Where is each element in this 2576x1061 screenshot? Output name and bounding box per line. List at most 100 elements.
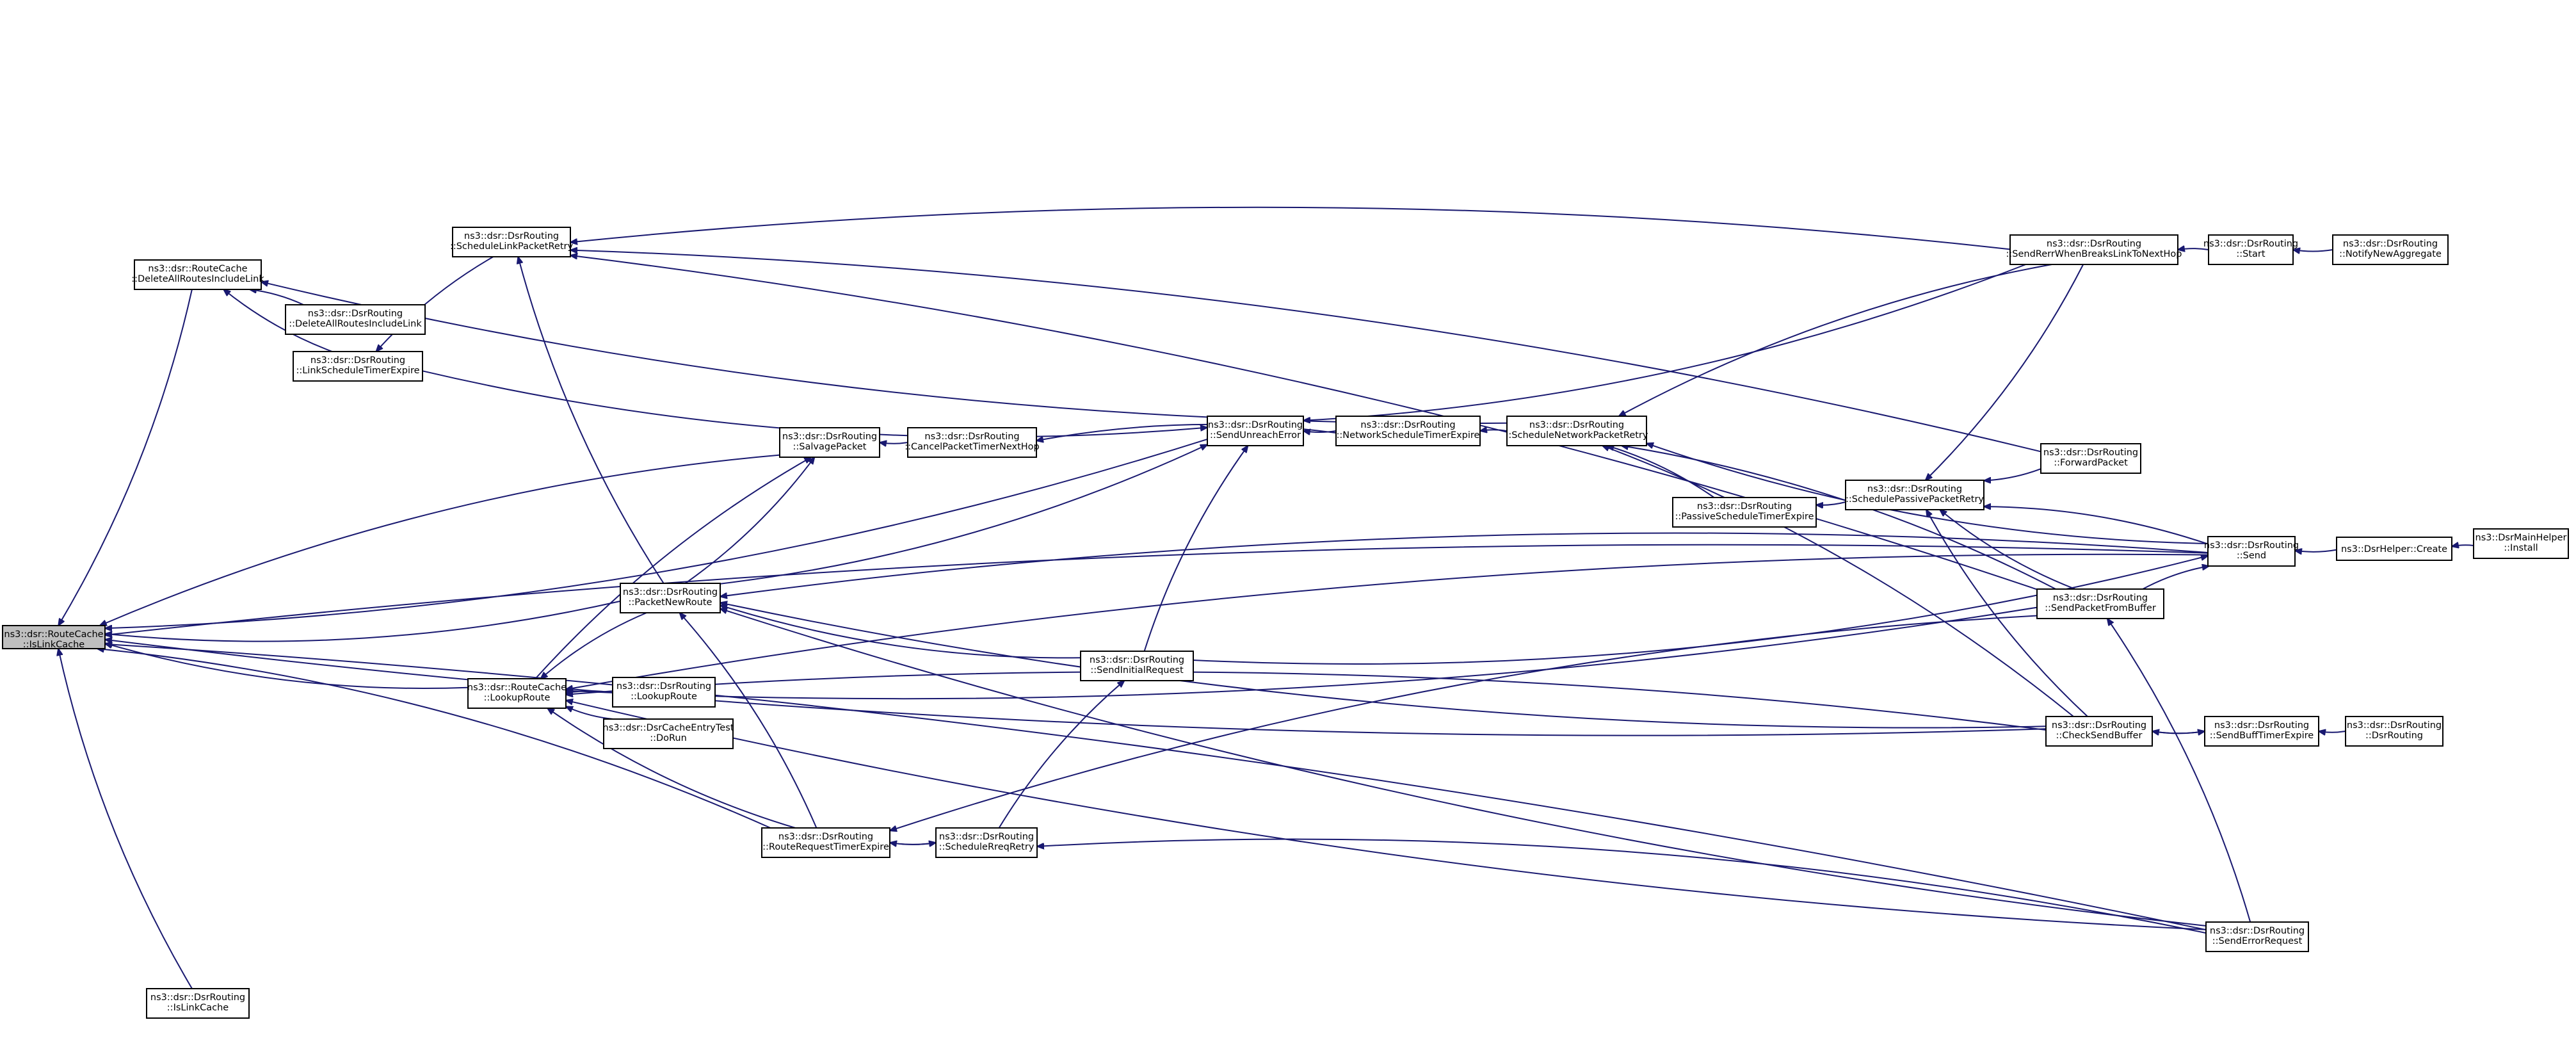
edge-delAllRC-to-isLinkCacheRoot — [58, 289, 193, 626]
graph-node-forward[interactable]: ns3::dsr::DsrRouting::ForwardPacket — [2040, 443, 2141, 474]
edge-isLinkDR-to-isLinkCacheRoot — [58, 649, 193, 989]
node-label-line2: ::ScheduleNetworkPacketRetry — [1506, 430, 1648, 441]
node-label-line2: ::PacketNewRoute — [629, 597, 712, 608]
node-box[interactable] — [1207, 416, 1304, 446]
node-label-line1: ns3::dsr::DsrRouting — [2203, 239, 2298, 249]
node-box[interactable] — [2204, 716, 2319, 747]
graph-node-sendRerr[interactable]: ns3::dsr::DsrRouting::SendRerrWhenBreaks… — [2006, 234, 2182, 265]
edge-packetNew-to-lookupRC — [541, 612, 647, 679]
edge-sendUnreach-to-isLinkCacheRoot — [105, 438, 1208, 628]
node-label-line1: ns3::dsr::RouteCache — [148, 264, 247, 274]
node-box[interactable] — [1506, 416, 1647, 446]
node-box[interactable] — [146, 988, 250, 1019]
node-box[interactable] — [2332, 234, 2449, 265]
edge-forward-to-schedPassive — [1984, 468, 2041, 480]
node-box[interactable] — [1845, 480, 1984, 510]
node-box[interactable] — [1080, 651, 1194, 681]
graph-node-sendErrReq[interactable]: ns3::dsr::DsrRouting::SendErrorRequest — [2205, 921, 2309, 952]
graph-node-sendInit[interactable]: ns3::dsr::DsrRouting::SendInitialRequest — [1080, 651, 1194, 681]
edge-linkSched-to-delAllRC — [223, 289, 333, 352]
node-label-line2: ::SendPacketFromBuffer — [2045, 603, 2156, 613]
node-box[interactable] — [2208, 234, 2294, 265]
node-box[interactable] — [2, 625, 106, 649]
node-box[interactable] — [285, 304, 426, 335]
graph-node-linkSched[interactable]: ns3::dsr::DsrRouting::LinkScheduleTimerE… — [293, 351, 423, 382]
graph-node-salvage[interactable]: ns3::dsr::DsrRouting::SalvagePacket — [779, 427, 880, 458]
graph-node-helperCreate[interactable]: ns3::DsrHelper::Create — [2336, 537, 2452, 561]
graph-node-start[interactable]: ns3::dsr::DsrRouting::Start — [2203, 234, 2298, 265]
node-box[interactable] — [2207, 536, 2296, 567]
node-label-line1: ns3::dsr::DsrRouting — [1360, 420, 1455, 430]
edge-checkSend-to-packetNew — [720, 603, 2047, 729]
node-box[interactable] — [612, 677, 716, 708]
graph-node-isLinkCacheRoot[interactable]: ns3::dsr::RouteCache::IsLinkCache — [2, 625, 106, 650]
edge-notify-to-start — [2293, 250, 2333, 252]
node-box[interactable] — [467, 678, 567, 709]
graph-node-cacheTest[interactable]: ns3::dsr::DsrCacheEntryTest::DoRun — [603, 718, 734, 749]
graph-node-schedNet[interactable]: ns3::dsr::DsrRouting::ScheduleNetworkPac… — [1506, 416, 1648, 446]
graph-node-sendUnreach[interactable]: ns3::dsr::DsrRouting::SendUnreachError — [1207, 416, 1304, 446]
graph-node-delAllRC[interactable]: ns3::dsr::RouteCache::DeleteAllRoutesInc… — [131, 259, 264, 290]
node-label-line1: ns3::dsr::DsrRouting — [2052, 720, 2146, 731]
node-box[interactable] — [2345, 716, 2443, 747]
graph-node-checkSend[interactable]: ns3::dsr::DsrRouting::CheckSendBuffer — [2045, 716, 2153, 747]
edge-routeReq-to-isLinkCacheRoot — [97, 649, 771, 829]
node-box[interactable] — [293, 351, 423, 382]
graph-node-schedLink[interactable]: ns3::dsr::DsrRouting::ScheduleLinkPacket… — [450, 227, 574, 257]
node-label-line2: ::SendInitialRequest — [1090, 665, 1184, 676]
node-box[interactable] — [2473, 528, 2569, 559]
node-box[interactable] — [134, 259, 262, 290]
edge-schedPassive-to-passiveSched — [1816, 501, 1846, 505]
graph-node-routeReq[interactable]: ns3::dsr::DsrRouting::RouteRequestTimerE… — [761, 827, 890, 858]
node-box[interactable] — [2205, 921, 2309, 952]
node-box[interactable] — [935, 827, 1038, 858]
graph-node-isLinkDR[interactable]: ns3::dsr::DsrRouting::IsLinkCache — [146, 988, 250, 1019]
node-label-line1: ns3::dsr::DsrRouting — [150, 992, 245, 1003]
edge-checkSend-to-schedNet — [1602, 446, 2074, 717]
node-label-line2: ::SalvagePacket — [793, 442, 867, 452]
graph-node-notify[interactable]: ns3::dsr::DsrRouting::NotifyNewAggregate — [2332, 234, 2449, 265]
node-box[interactable] — [2009, 234, 2178, 265]
graph-node-cancelTimer[interactable]: ns3::dsr::DsrRouting::CancelPacketTimerN… — [905, 427, 1040, 458]
graph-node-schedPassive[interactable]: ns3::dsr::DsrRouting::SchedulePassivePac… — [1845, 480, 1984, 510]
node-box[interactable] — [2336, 537, 2452, 561]
edge-checkSend-to-lookupRC — [566, 671, 2047, 731]
graph-node-packetNew[interactable]: ns3::dsr::DsrRouting::PacketNewRoute — [620, 583, 721, 613]
graph-node-send[interactable]: ns3::dsr::DsrRouting::Send — [2204, 536, 2299, 567]
node-label-line1: ns3::dsr::DsrRouting — [616, 681, 711, 692]
node-box[interactable] — [779, 427, 880, 458]
node-label-line1: ns3::dsr::DsrRouting — [1208, 420, 1303, 430]
edge-send-to-schedPassive — [1984, 506, 2209, 545]
node-label-line2: ::SendRerrWhenBreaksLinkToNextHop — [2006, 249, 2182, 259]
node-box[interactable] — [603, 718, 734, 749]
edge-sendInit-to-packetNew — [720, 605, 1081, 659]
edge-schedNet-to-delAllRC — [261, 282, 1508, 425]
graph-node-ctor[interactable]: ns3::dsr::DsrRouting::DsrRouting — [2345, 716, 2443, 747]
node-label-line1: ns3::DsrHelper::Create — [2341, 544, 2447, 555]
graph-node-delAllDR[interactable]: ns3::dsr::DsrRouting::DeleteAllRoutesInc… — [285, 304, 426, 335]
node-box[interactable] — [2036, 588, 2164, 619]
graph-node-schedReq[interactable]: ns3::dsr::DsrRouting::ScheduleRreqRetry — [935, 827, 1038, 858]
node-label-line2: ::DeleteAllRoutesIncludeLink — [289, 319, 422, 329]
edge-linkSched-to-sendUnreach — [422, 370, 1207, 438]
graph-node-sendFromBuf[interactable]: ns3::dsr::DsrRouting::SendPacketFromBuff… — [2036, 588, 2164, 619]
graph-node-lookupRC[interactable]: ns3::dsr::RouteCache::LookupRoute — [467, 678, 567, 709]
node-label-line1: ns3::dsr::DsrRouting — [2204, 540, 2299, 551]
node-box[interactable] — [620, 583, 721, 613]
node-box[interactable] — [1672, 497, 1817, 528]
graph-node-sendBuff[interactable]: ns3::dsr::DsrRouting::SendBuffTimerExpir… — [2204, 716, 2319, 747]
node-box[interactable] — [452, 227, 571, 257]
node-box[interactable] — [1335, 416, 1481, 446]
edge-packetNew-to-salvage — [685, 457, 815, 584]
node-box[interactable] — [907, 427, 1037, 458]
edge-routeReq-to-lookupRC — [547, 708, 796, 829]
node-box[interactable] — [2040, 443, 2141, 474]
graph-node-passiveSched[interactable]: ns3::dsr::DsrRouting::PassiveScheduleTim… — [1672, 497, 1817, 528]
node-label-line2: ::LookupRoute — [484, 693, 551, 703]
graph-node-mainInstall[interactable]: ns3::DsrMainHelper::Install — [2473, 528, 2569, 559]
graph-node-lookupDR[interactable]: ns3::dsr::DsrRouting::LookupRoute — [612, 677, 716, 708]
node-box[interactable] — [761, 827, 890, 858]
node-box[interactable] — [2045, 716, 2153, 747]
edge-packetNew-to-isLinkCacheRoot — [105, 600, 621, 642]
graph-node-netSched[interactable]: ns3::dsr::DsrRouting::NetworkScheduleTim… — [1335, 416, 1481, 446]
